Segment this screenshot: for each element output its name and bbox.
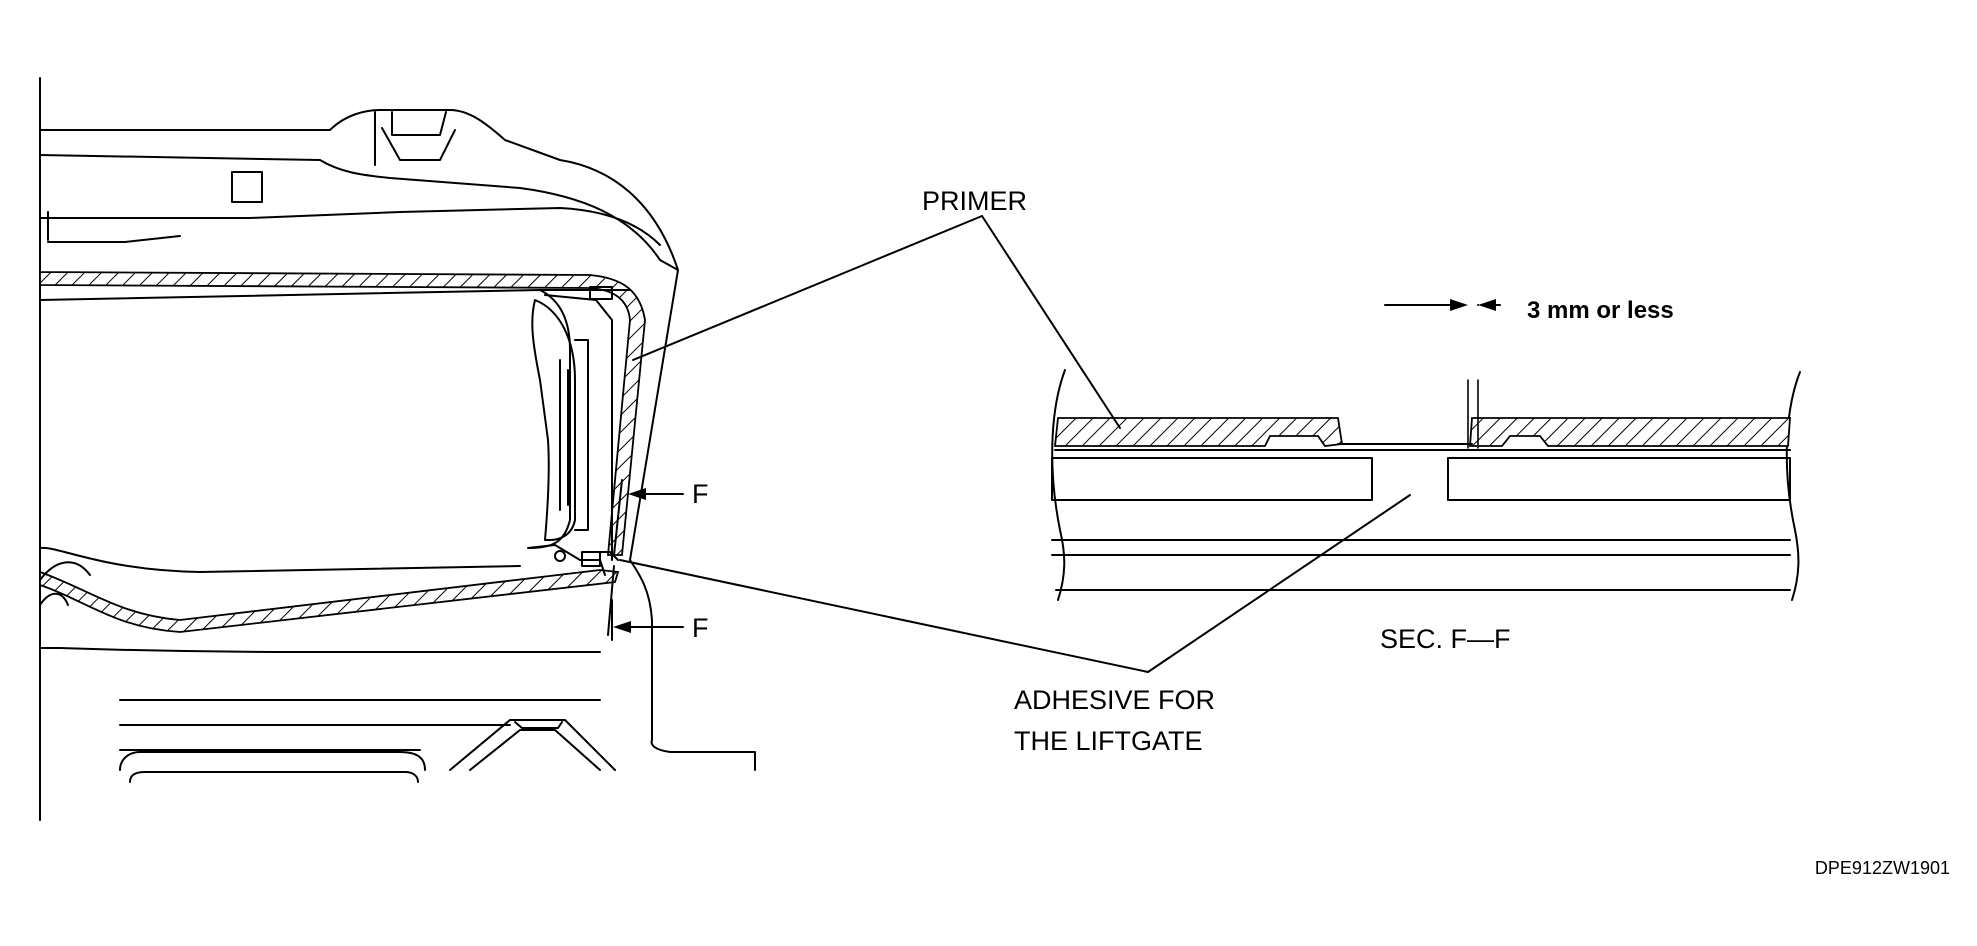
dimension-label: 3 mm or less xyxy=(1527,297,1674,324)
primer-label: PRIMER xyxy=(922,186,1027,216)
vehicle-rear-view xyxy=(39,77,756,821)
section-mark-f-upper: F xyxy=(692,479,709,509)
leader-lines xyxy=(619,215,1411,673)
adhesive-label-line2: THE LIFTGATE xyxy=(1014,726,1203,756)
section-title: SEC. F—F xyxy=(1380,624,1511,654)
section-f-f-view xyxy=(1051,299,1801,601)
drawing-code: DPE912ZW1901 xyxy=(1815,858,1950,878)
adhesive-label-line1: ADHESIVE FOR xyxy=(1014,685,1215,715)
section-mark-f-lower: F xyxy=(692,613,709,643)
